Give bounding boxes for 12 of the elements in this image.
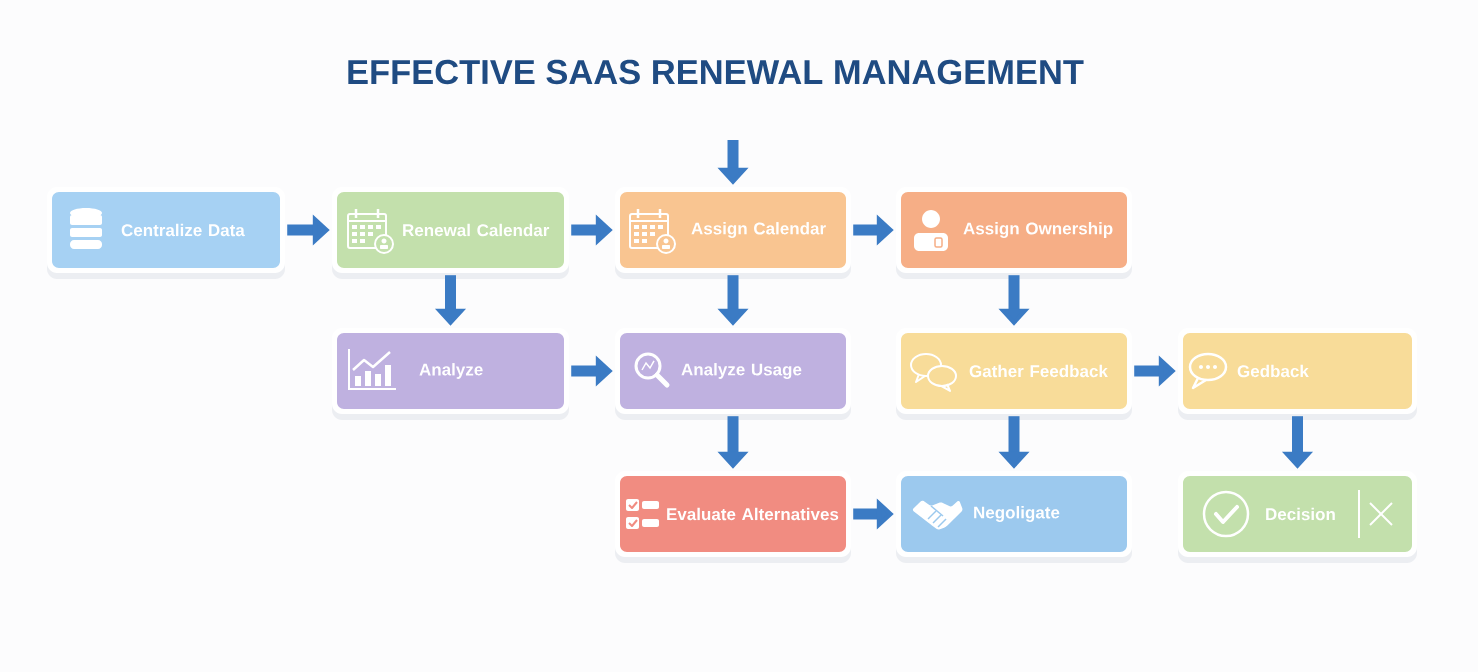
process-box: Renewal Calendar xyxy=(332,187,569,279)
title: EFFECTIVE SAAS RENEWAL MANAGEMENT xyxy=(348,59,1084,85)
process-box: Analyze Usage xyxy=(615,328,851,420)
process-box: Gather Feedback xyxy=(896,328,1132,420)
process-box: Negoligate xyxy=(896,471,1132,563)
process-box: Analyze xyxy=(332,328,569,420)
process-box: Decision xyxy=(1178,471,1417,563)
process-box: Centralize Data xyxy=(47,187,285,279)
process-box: Assign Calendar xyxy=(615,187,851,279)
process-box: Evaluate Alternatives xyxy=(615,471,851,563)
process-box: Gedback xyxy=(1178,328,1417,420)
process-box: Assign Ownership xyxy=(896,187,1132,279)
